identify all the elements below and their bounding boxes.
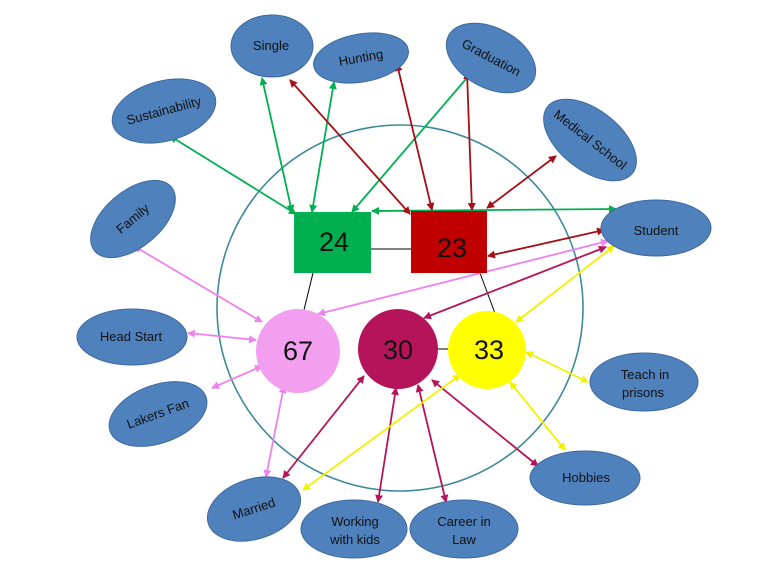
ellipse-hobbies: Hobbies [529,450,641,506]
arrow-23-hunting [394,63,435,211]
arrow-33-married [302,374,461,491]
ellipse-sustainability: Sustainability [111,78,217,144]
arrow-23-single [289,79,411,215]
ellipse-working-with-kids: Working with kids [300,499,408,559]
label-single: Single [253,38,289,53]
node-24-label: 24 [319,227,349,257]
ellipse-married: Married [206,476,302,542]
arrow-24-hunting [309,81,337,213]
arrow-23-medical-school [486,155,557,209]
node-23-label: 23 [437,233,467,263]
node-67-label: 67 [283,336,313,366]
arrow-24-single [259,77,295,213]
label-career-in-law-line1: Career in [437,514,490,529]
arrow-23-student [487,227,605,259]
node-33-label: 33 [474,335,504,365]
green-arrows [169,71,617,215]
node-67: 67 [256,309,340,393]
arrow-30-working-with-kids [375,387,399,503]
arrow-67-married [263,385,287,478]
label-student: Student [634,223,679,238]
node-33: 33 [448,311,526,389]
ellipse-graduation: Graduation [445,22,537,94]
label-working-with-kids-line2: with kids [329,532,380,547]
label-teach-in-prisons-line2: prisons [622,385,664,400]
yellow-arrows [302,245,615,491]
arrow-33-teach-in-prisons [525,351,589,383]
arrow-67-lakers-fan [211,365,263,389]
arrow-33-student [515,245,615,323]
label-hobbies: Hobbies [562,470,610,485]
ellipse-single: Single [230,14,314,78]
node-30: 30 [358,309,438,389]
ellipse-lakers-fan: Lakers Fan [108,381,208,447]
label-teach-in-prisons-line1: Teach in [621,367,669,382]
arrow-23-graduation [463,71,476,211]
label-working-with-kids-line1: Working [331,514,378,529]
arrow-24-graduation [351,71,473,213]
node-24: 24 [294,212,371,273]
arrow-24-student [371,205,617,215]
label-head-start: Head Start [100,329,163,344]
arrow-33-hobbies [509,381,566,451]
ellipse-head-start: Head Start [76,308,188,366]
ellipse-career-in-law: Career in Law [409,499,519,559]
ellipse-hunting: Hunting [313,32,409,84]
enclosing-circle [216,124,584,492]
arrow-67-head-start [187,329,257,344]
ellipse-family: Family [90,179,176,259]
ellipse-teach-in-prisons: Teach in prisons [589,352,699,412]
node-30-label: 30 [383,335,413,365]
ellipse-medical-school: Medical School [543,98,637,182]
arrow-67-family [133,245,263,323]
node-23: 23 [411,211,487,273]
label-career-in-law-line2: Law [452,532,476,547]
ellipse-student: Student [600,199,712,257]
arrow-30-hobbies [431,379,539,467]
